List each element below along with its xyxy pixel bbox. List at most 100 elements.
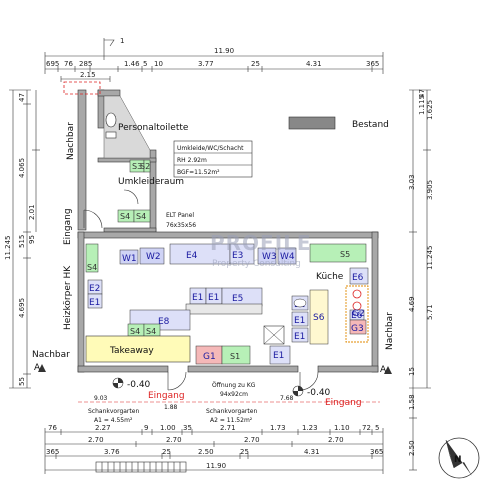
room-takeaway: Takeaway xyxy=(109,346,154,356)
top-dim-seg: 1.46 xyxy=(124,60,140,68)
top-dim-seg: 10 xyxy=(154,60,163,68)
equip-w2 xyxy=(139,247,165,265)
left-dim: 515 xyxy=(18,235,26,248)
label-nachbar-right: Nachbar xyxy=(385,312,395,350)
equip-e6 xyxy=(349,267,369,285)
info-box-title: Umkleide/WC/Schacht xyxy=(177,145,244,152)
bottom-dim-r3: 25 xyxy=(240,448,249,456)
label-nachbar-bottom: Nachbar xyxy=(32,350,70,360)
bottom-dim-r1: 72 xyxy=(362,424,371,432)
equip-s1 xyxy=(221,345,251,365)
bottom-dim-r3: 25 xyxy=(162,448,171,456)
equip-e1-label: E1 xyxy=(273,351,284,361)
room-umkleideraum: Umkleideraum xyxy=(118,177,184,187)
small-dim-right: 7.68 xyxy=(280,395,294,402)
small-dim-mid: 1.88 xyxy=(164,404,178,411)
level-markers xyxy=(112,377,304,397)
north-label: N xyxy=(454,455,462,465)
equip-e1 xyxy=(291,311,309,327)
top-dimensions xyxy=(44,38,384,82)
label-oeffnung: Öffnung zu KG xyxy=(212,382,256,389)
right-dim: 15 xyxy=(408,367,416,376)
label-nachbar-left: Nachbar xyxy=(66,122,76,160)
info-box-height: RH 2.92m xyxy=(177,157,207,164)
equip-s4 xyxy=(133,209,151,223)
bottom-dim-r1: 1.73 xyxy=(270,424,286,432)
bottom-dim-r3: 365 xyxy=(370,448,383,456)
equip-w1 xyxy=(119,249,139,265)
equip-e8-label: E8 xyxy=(158,317,170,327)
north-arrow-icon xyxy=(438,437,480,479)
left-dim-overall: 11.245 xyxy=(4,236,12,261)
bottom-dim-r1: 2.71 xyxy=(220,424,236,432)
left-dimensions xyxy=(9,89,40,389)
watermark-brand: PROFILE xyxy=(210,231,312,255)
schank-a2-area: A2 = 11.52m² xyxy=(210,417,253,424)
equip-g3-label: G3 xyxy=(351,324,364,334)
top-dim-seg: 695 xyxy=(46,60,59,68)
label-elt-panel: ELT Panel xyxy=(166,212,194,219)
bestand-swatch xyxy=(288,116,336,130)
bottom-dim-r2: 2.70 xyxy=(88,436,104,444)
room-kueche: Küche xyxy=(316,272,344,282)
schank-a1-area: A1 = 4.55m² xyxy=(94,417,133,424)
level-left: -0.40 xyxy=(127,380,151,390)
equip-s4-label: S4 xyxy=(146,327,156,336)
equip-s5-label: S5 xyxy=(340,250,350,259)
right-dim-outer: 3.905 xyxy=(426,180,434,200)
sink-icon xyxy=(105,131,117,139)
equip-e1-label: E1 xyxy=(208,293,219,303)
bottom-dim-r2: 2.70 xyxy=(166,436,182,444)
right-dim: 1.115 xyxy=(418,95,426,115)
bottom-dim-r2: 2.70 xyxy=(328,436,344,444)
equip-g1-label: G1 xyxy=(203,352,216,362)
equip-s2 xyxy=(143,159,151,173)
north-label-top: 1 xyxy=(120,37,124,45)
equip-e3 xyxy=(229,243,255,265)
equip-s4-label: S4 xyxy=(136,212,146,221)
right-dim: 1.58 xyxy=(408,394,416,410)
equip-w4-label: W4 xyxy=(280,252,295,262)
bottom-dim-r1: 1.00 xyxy=(160,424,176,432)
label-eingang-bottom-left: Eingang xyxy=(148,391,185,401)
section-a-left: A xyxy=(34,363,41,373)
equip-e6-label: E6 xyxy=(352,273,364,283)
equip-g3 xyxy=(349,319,367,335)
bottom-dim-r1: 76 xyxy=(48,424,57,432)
schankvorgarten: 9.03 1.88 7.68 Schankvorgarten A1 = 4.55… xyxy=(78,395,380,424)
equipment: S4 S4 S3 S2 S4 W1 W2 E4 E3 W3 W4 S5 E6 E… xyxy=(85,159,369,365)
equip-s1-label: S1 xyxy=(230,352,240,361)
info-box-area: BGF=11.52m² xyxy=(177,169,220,176)
equip-s4-label: S4 xyxy=(120,212,130,221)
equip-g2-label: G2 xyxy=(352,309,365,319)
left-dim: 95 xyxy=(28,235,36,244)
top-dim-seg: 25 xyxy=(251,60,260,68)
right-dim: 4.69 xyxy=(408,296,416,312)
label-eingang-left: Eingang xyxy=(63,208,73,245)
label-eingang-bottom-right: Eingang xyxy=(325,398,362,408)
left-dim: 2.01 xyxy=(28,204,36,220)
bottom-hatch xyxy=(95,461,187,473)
equip-w4 xyxy=(277,247,297,265)
equip-e1 xyxy=(291,327,309,343)
bottom-dim-r1: 2.27 xyxy=(95,424,111,432)
shaft-marker xyxy=(63,81,101,95)
equip-e3-label: E3 xyxy=(232,251,243,261)
equip-e2-label: E2 xyxy=(89,284,100,294)
equip-e6-label: E6 xyxy=(351,311,363,321)
equip-e1-label: E1 xyxy=(294,316,305,326)
equip-w3 xyxy=(257,247,277,265)
schank-a2-title: Schankvorgarten xyxy=(206,408,257,415)
takeaway-counter xyxy=(85,335,191,363)
bottom-dim-overall: 11.90 xyxy=(206,462,226,470)
island-counter xyxy=(185,303,263,315)
room-personaltoilette: Personaltoilette xyxy=(118,123,189,133)
right-dimensions xyxy=(409,89,431,471)
small-dim-left: 9.03 xyxy=(94,395,108,402)
info-box: Umkleide/WC/Schacht RH 2.92m BGF=11.52m² xyxy=(173,140,253,178)
equip-s5 xyxy=(309,243,367,263)
label-elt-panel-dim: 76x35x56 xyxy=(166,222,196,229)
bottom-dim-r3: 365 xyxy=(46,448,59,456)
equip-e1-label: E1 xyxy=(192,293,203,303)
